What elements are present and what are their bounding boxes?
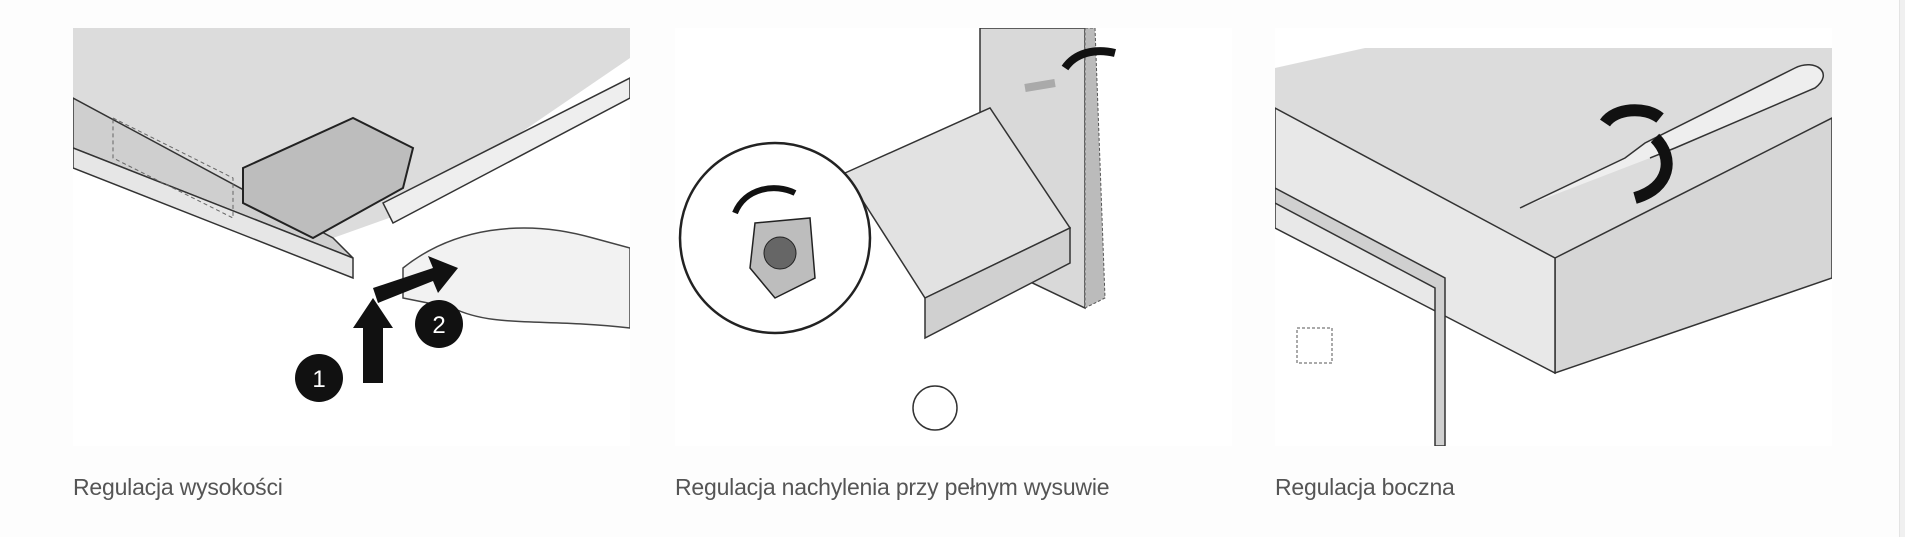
step-1-label: 1: [312, 366, 325, 393]
caption-height-adjustment: Regulacja wysokości: [73, 474, 283, 500]
step-2-badge: [415, 300, 463, 348]
caption-side-adjustment: Regulacja boczna: [1275, 474, 1455, 500]
step-1-badge: [295, 354, 343, 402]
illustration-tilt-adjustment: [675, 28, 1232, 446]
illustration-height-adjustment: 1 2: [73, 28, 630, 446]
caption-tilt-adjustment: Regulacja nachylenia przy pełnym wysuwie: [675, 474, 1110, 500]
figure-height-adjustment: 1 2 Regulacja wysokości: [73, 28, 630, 501]
illustration-side-adjustment: [1275, 28, 1832, 446]
step-2-label: 2: [432, 312, 445, 339]
scrollbar[interactable]: [1899, 0, 1905, 537]
figure-side-adjustment: Regulacja boczna: [1275, 28, 1832, 501]
figure-tilt-adjustment: Regulacja nachylenia przy pełnym wysuwie: [675, 28, 1232, 501]
